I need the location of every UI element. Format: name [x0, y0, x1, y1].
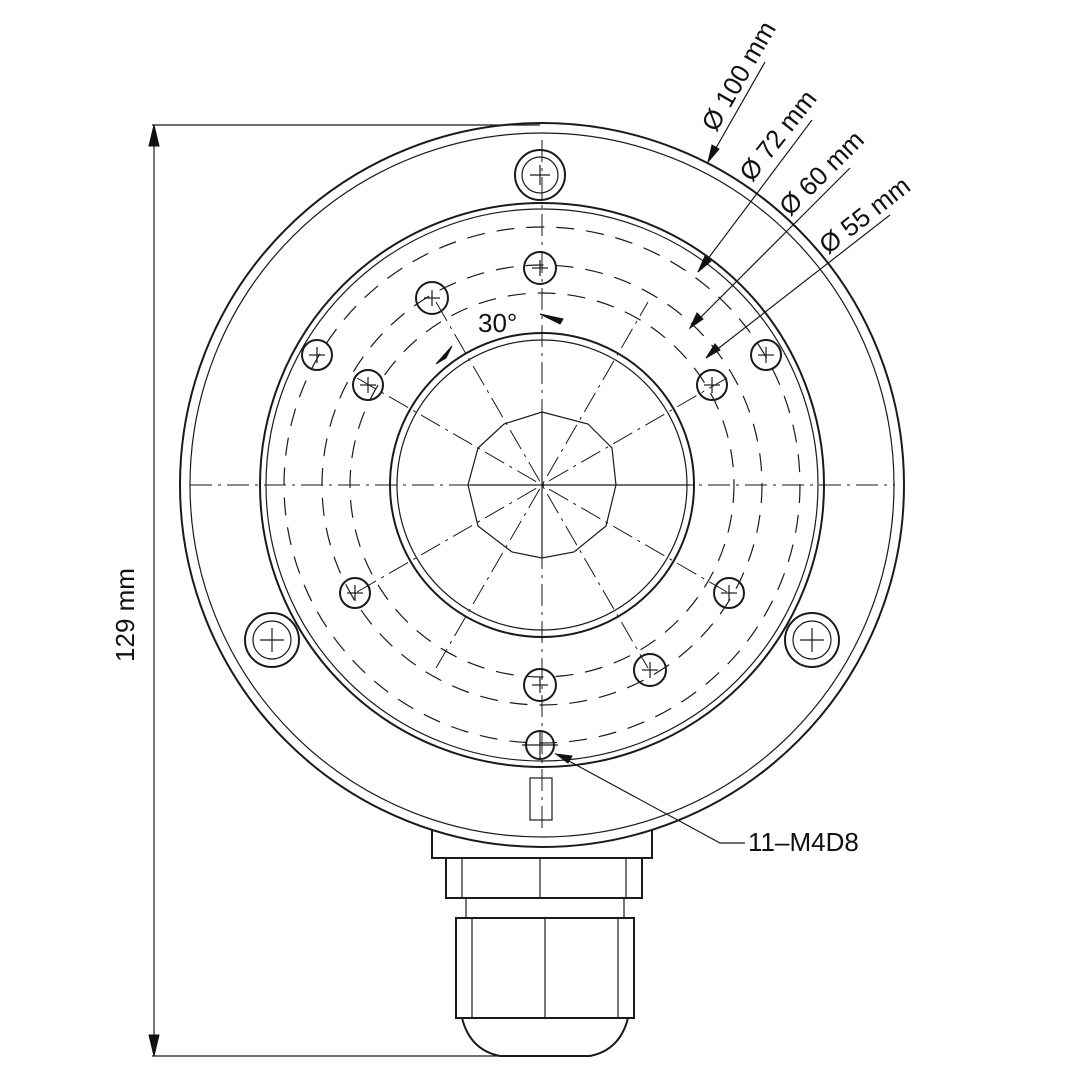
hole-10 — [523, 668, 557, 702]
hole-4 — [352, 369, 384, 401]
hole-6 — [696, 369, 728, 401]
hole-5 — [750, 339, 782, 371]
dia-100-label: Ø 100 mm — [695, 16, 782, 136]
mount-holes — [301, 251, 782, 760]
slot — [529, 777, 553, 821]
hole-9 — [633, 653, 667, 687]
screw-right-outer — [784, 612, 840, 668]
hole-8 — [713, 577, 745, 609]
diameter-leaders — [688, 61, 891, 359]
angle-label: 30° — [478, 308, 517, 338]
height-dimension — [148, 124, 540, 1057]
hole-2 — [415, 281, 449, 315]
hole-callout-leader — [554, 753, 745, 844]
hole-11 — [522, 730, 558, 760]
hole-7 — [339, 577, 371, 609]
holes-label: 11–M4D8 — [748, 827, 859, 857]
center-lines — [190, 140, 895, 830]
height-label: 129 mm — [110, 568, 140, 662]
screw-left-outer — [244, 612, 300, 668]
cable-gland — [431, 830, 653, 1057]
hole-3 — [301, 339, 333, 371]
screw-top-outer — [514, 149, 566, 201]
angle-markers — [435, 313, 564, 365]
hole-1 — [523, 251, 557, 285]
